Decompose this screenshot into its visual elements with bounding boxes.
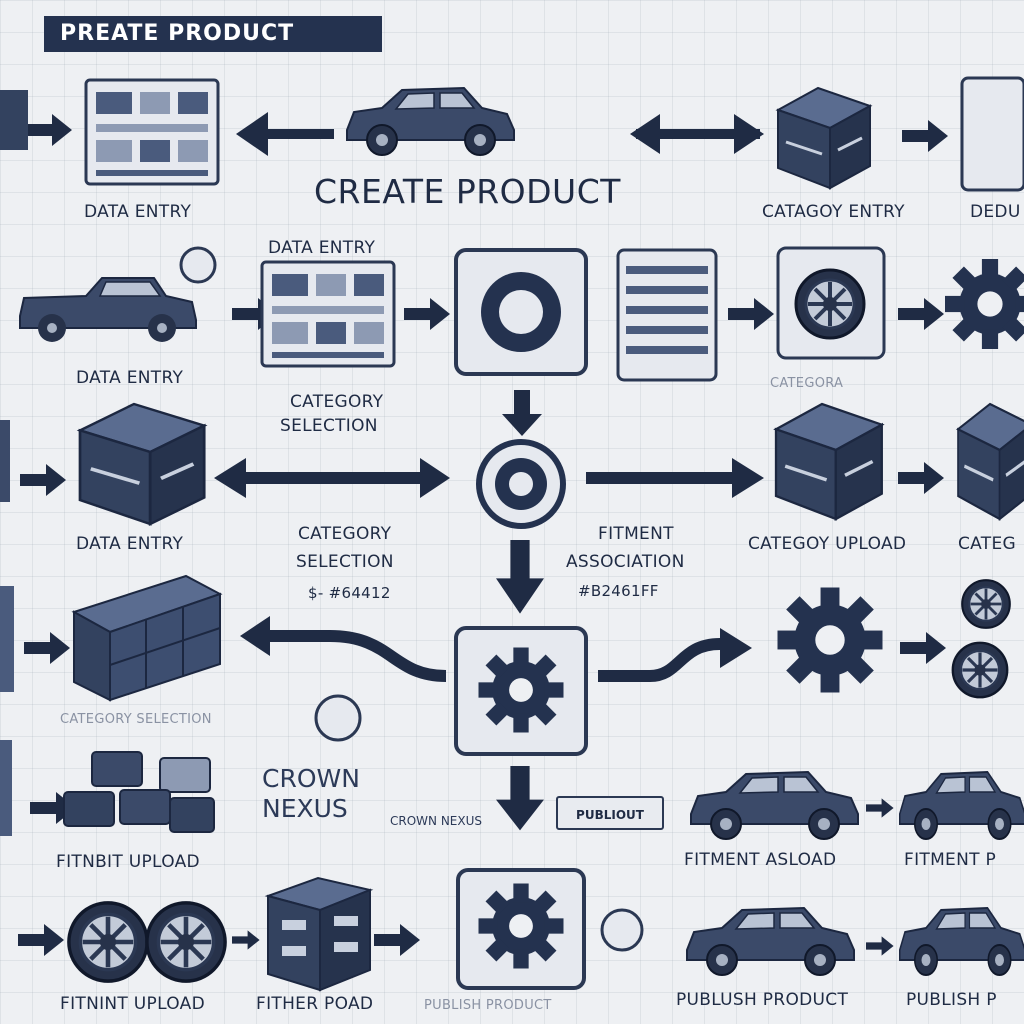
- label-selection: SELECTION: [296, 552, 394, 572]
- banner-title: PREATE PRODUCT: [44, 16, 382, 52]
- wheel-icon: [951, 641, 1009, 699]
- label-fither-poad: FITHER POAD: [256, 994, 374, 1014]
- label-category: CATEGORY: [298, 524, 392, 544]
- brand-line-1: CROWN: [262, 764, 360, 793]
- label-publush-product: PUBLUSH PRODUCT: [676, 990, 849, 1010]
- arrow-down-connector: [502, 390, 542, 436]
- wheel-icon: [147, 903, 225, 981]
- settings-gear-icon: [945, 259, 1024, 349]
- label-categora: CATEGORA: [770, 376, 844, 391]
- label-fitment-asload: FITMENT ASLOAD: [684, 850, 837, 870]
- label-categoy-upload: CATEGOY UPLOAD: [748, 534, 907, 554]
- arrow-right-connector: [232, 930, 260, 950]
- publish-button[interactable]: PUBLIOUT: [556, 796, 664, 830]
- brake-disc-icon: [794, 268, 866, 340]
- label-data-entry: DATA ENTRY: [84, 202, 192, 222]
- vehicle-suv-icon: [346, 87, 515, 156]
- vehicle-suv-icon: [898, 907, 1024, 976]
- arrow-right-connector: [20, 464, 66, 496]
- vehicle-suv-icon: [690, 771, 859, 840]
- package-box-icon: [774, 402, 884, 521]
- curved-arrow-link: [262, 630, 447, 682]
- parts-boxes-icon: [63, 751, 215, 833]
- vehicle-suv-icon: [686, 907, 855, 976]
- arrow-right-connector: [866, 936, 894, 956]
- label-association: ASSOCIATION: [566, 552, 685, 572]
- label-dedu: DEDU: [970, 202, 1021, 222]
- arrow-right-connector: [374, 924, 420, 956]
- arrow-down-connector: [496, 766, 544, 831]
- settings-gear-icon: [478, 647, 564, 733]
- filing-cabinet-icon: [264, 876, 374, 992]
- arrow-right-connector: [728, 298, 774, 330]
- package-box-icon: [80, 404, 204, 524]
- arrow-right-connector: [866, 798, 894, 818]
- curved-arrow-link: [598, 638, 721, 682]
- edge-panel: [0, 586, 14, 692]
- code-label: $- #64412: [308, 584, 391, 602]
- label-categ: CATEG: [958, 534, 1016, 554]
- package-box-icon: [776, 86, 872, 190]
- pickup-truck-icon: [19, 277, 197, 343]
- label-data-entry: DATA ENTRY: [268, 238, 376, 258]
- edge-panel: [0, 740, 12, 836]
- wheel-panel-icon: [960, 76, 1024, 192]
- data-form-icon: [84, 78, 220, 186]
- brand-logo: CROWN NEXUS: [262, 764, 382, 832]
- arrow-right-connector: [404, 298, 450, 330]
- target-badge-icon: [600, 908, 644, 952]
- data-form-icon: [260, 260, 396, 368]
- edge-panel: [0, 420, 10, 502]
- arrow-down-connector: [496, 540, 544, 614]
- settings-gear-icon: [777, 587, 883, 693]
- brand-line-2: NEXUS: [262, 794, 348, 823]
- edge-panel: [0, 90, 28, 150]
- label-selection: SELECTION: [280, 416, 378, 436]
- lock-icon: [179, 246, 217, 284]
- main-title: CREATE PRODUCT: [314, 172, 621, 211]
- label-publish-p: PUBLISH P: [906, 990, 997, 1010]
- label-fitment: FITMENT: [598, 524, 674, 544]
- storage-grid-icon: [71, 574, 223, 702]
- label-category: CATEGORY: [290, 392, 384, 412]
- badge-icon: [314, 694, 362, 742]
- arrow-right-connector: [18, 924, 64, 956]
- settings-gear-icon: [478, 883, 564, 969]
- arrow-double-heads: [630, 114, 764, 154]
- label-publish-product: PUBLISH PRODUCT: [424, 998, 552, 1013]
- label-fitnbit-upload: FITNBIT UPLOAD: [56, 852, 200, 872]
- package-box-icon: [956, 402, 1024, 521]
- label-fitment-p: FITMENT P: [904, 850, 997, 870]
- vehicle-suv-icon: [898, 771, 1024, 840]
- label-fitnint-upload: FITNINT UPLOAD: [60, 994, 205, 1014]
- arrow-left-head: [236, 112, 268, 156]
- wheel-icon: [960, 578, 1012, 630]
- arrow-right-connector: [900, 632, 946, 664]
- wheel-icon: [69, 903, 147, 981]
- code-label: #B2461FF: [578, 582, 659, 600]
- arrow-left-edge: [26, 114, 72, 146]
- arrow-right-connector: [902, 120, 948, 152]
- label-data-entry: DATA ENTRY: [76, 534, 184, 554]
- arrow-right-connector: [898, 462, 944, 494]
- label-data-entry: DATA ENTRY: [76, 368, 184, 388]
- label-category-selection: CATEGORY SELECTION: [60, 712, 212, 727]
- arrow-right-connector: [898, 298, 944, 330]
- brand-small: CROWN NEXUS: [390, 814, 482, 828]
- label-catagoy-entry: CATAGOY ENTRY: [762, 202, 905, 222]
- arrow-right-connector: [24, 632, 70, 664]
